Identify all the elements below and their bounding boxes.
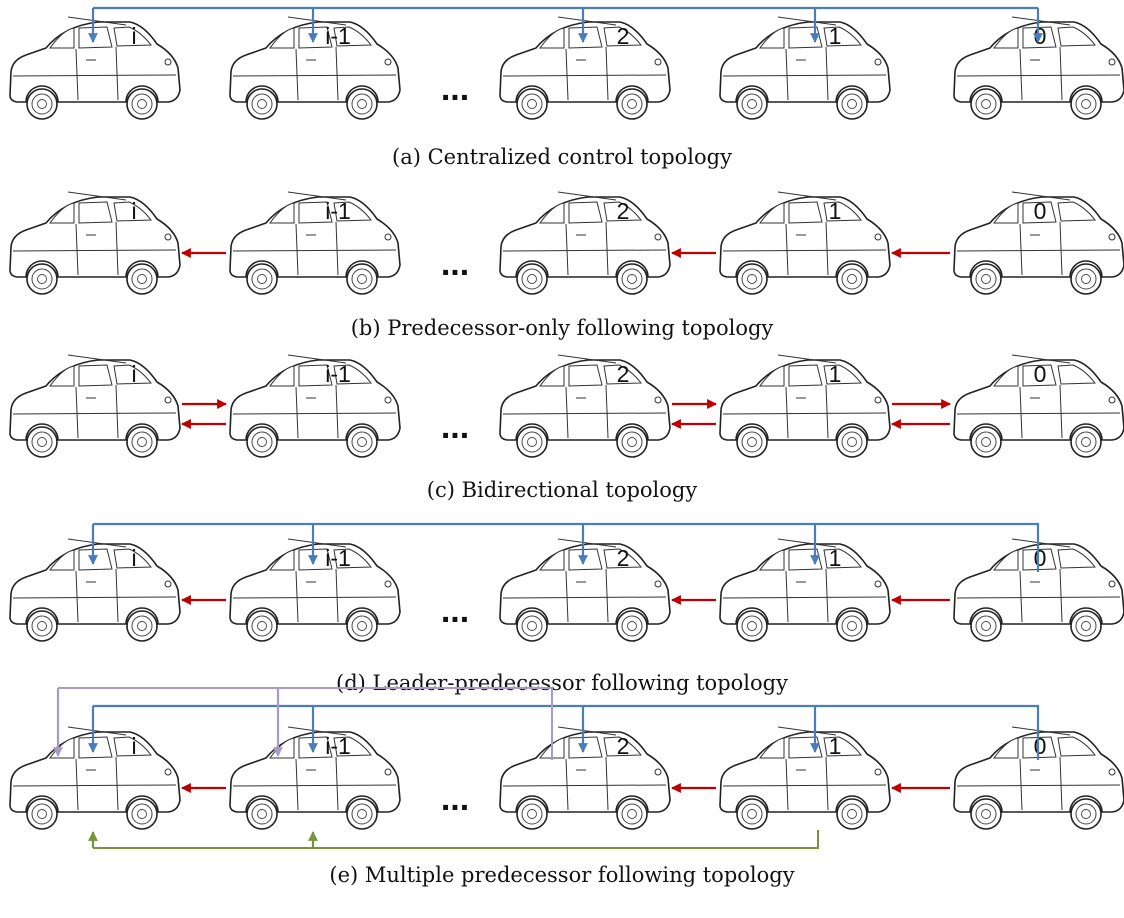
car-label: i-1 [325,733,351,759]
ellipsis: ... [441,245,469,283]
car-1 [229,354,401,458]
car-label: 2 [617,361,630,387]
car-0 [9,191,181,295]
ellipsis: ... [441,70,469,108]
car-3 [719,16,891,120]
car-label: 0 [1034,545,1047,571]
car-1 [229,191,401,295]
car-label: 1 [829,545,842,571]
car-label: 0 [1034,733,1047,759]
car-label: i-1 [325,361,351,387]
leader-bus [88,522,1040,572]
car-label: 2 [617,23,630,49]
car-label: i [131,361,136,387]
car-label: 2 [617,545,630,571]
second-leader-bus [53,687,553,760]
car-2 [499,538,671,642]
leader-bus-line [93,522,1040,572]
panel-caption: (e) Multiple predecessor following topol… [329,863,794,887]
car-label: i [131,198,136,224]
car-3 [719,354,891,458]
car-label: 0 [1034,361,1047,387]
car-0 [9,538,181,642]
car-3 [719,538,891,642]
panel-caption: (a) Centralized control topology [392,145,732,169]
car-label: i-1 [325,545,351,571]
car-1 [229,538,401,642]
car-3 [719,191,891,295]
car-label: 2 [617,733,630,759]
panel-c: i i-1 2 1 0... (c) Bidirectional topology [9,354,1124,502]
car-2 [499,726,671,830]
car-0 [9,354,181,458]
panel-caption: (c) Bidirectional topology [427,478,698,502]
car-2 [499,354,671,458]
car-label: 2 [617,198,630,224]
panel-b: i i-1 2 1 0... (b) Predecessor-only following… [9,191,1124,340]
car-0 [9,726,181,830]
leader-bus-line [93,704,1040,760]
car-2 [499,16,671,120]
car-label: 1 [829,198,842,224]
ellipsis: ... [441,408,469,446]
car-1 [229,16,401,120]
leader-bus [88,6,1043,43]
car-label: 1 [829,23,842,49]
car-3 [719,726,891,830]
panel-e: i i-1 2 1 0... (e) Multiple predecessor follo… [9,687,1124,887]
multi-predecessor-bus [88,830,819,849]
ellipsis: ... [441,592,469,630]
car-label: 0 [1034,23,1047,49]
car-label: i-1 [325,198,351,224]
multi-predecessor-line [93,830,819,849]
car-1 [229,726,401,830]
car-2 [499,191,671,295]
panel-caption: (b) Predecessor-only following topology [351,316,774,340]
car-label: 1 [829,733,842,759]
leader-bus [88,704,1040,760]
car-label: i [131,545,136,571]
car-label: i-1 [325,23,351,49]
car-0 [9,16,181,120]
ellipsis: ... [441,780,469,818]
car-label: i [131,23,136,49]
car-label: i [131,733,136,759]
panel-a: i i-1 2 1 0... (a) Centralized control topolo… [9,6,1124,169]
panel-d: i i-1 2 1 0... (d) Leader-predecessor followi… [9,522,1124,695]
second-leader-line [58,687,553,760]
panel-caption: (d) Leader-predecessor following topolog… [336,671,788,695]
car-label: 1 [829,361,842,387]
car-label: 0 [1034,198,1047,224]
